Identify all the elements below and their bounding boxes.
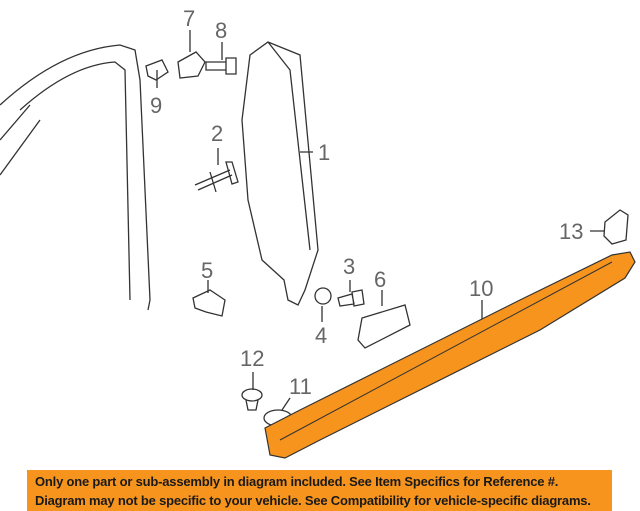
callout-9: 9 [150,93,162,118]
callout-13: 13 [559,219,583,244]
part-13-bracket [603,209,629,245]
callout-4: 4 [315,323,327,348]
disclaimer-line-2: Diagram may not be specific to your vehi… [35,493,591,508]
part-12-grommet [241,388,263,411]
disclaimer-line-1: Only one part or sub-assembly in diagram… [35,474,559,489]
part-5-clip [192,289,226,317]
callout-5: 5 [201,258,213,283]
part-3-bolt [337,289,365,307]
callout-10: 10 [469,276,493,301]
part-6-pad [357,304,411,349]
part-8-bolt [205,57,237,75]
body-frame [0,44,151,311]
part-7-bracket [177,51,206,79]
callout-3: 3 [343,254,355,279]
callout-11: 11 [289,374,312,399]
callout-12: 12 [240,346,264,371]
part-2-pin [194,161,239,193]
callout-7: 7 [183,6,195,31]
callout-1: 1 [318,140,330,165]
part-10-rocker-molding [264,251,636,459]
part-9-clip [145,59,169,81]
callout-8: 8 [215,18,227,43]
callout-6: 6 [374,267,386,292]
disclaimer-banner: Only one part or sub-assembly in diagram… [27,470,612,511]
callout-2: 2 [211,121,223,146]
part-1-pillar-trim [241,41,319,306]
part-4-nut [314,287,332,305]
